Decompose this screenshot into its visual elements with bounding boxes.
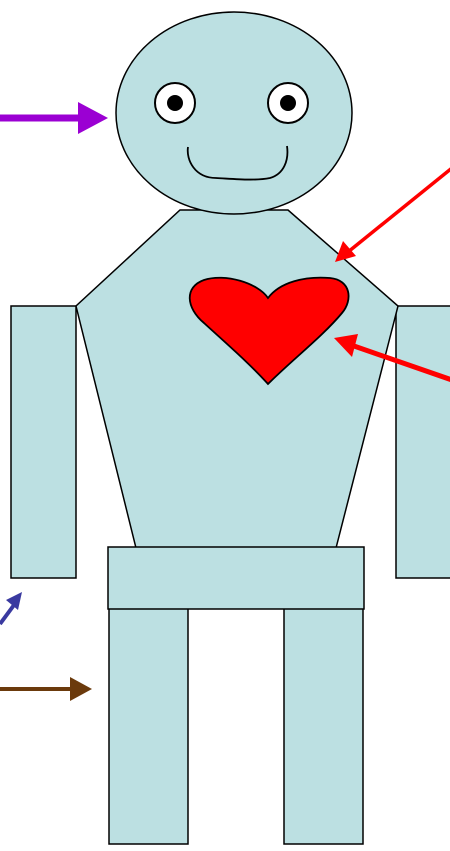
head (116, 12, 352, 214)
left-leg (109, 608, 188, 844)
right-leg (284, 608, 363, 844)
hips (108, 547, 364, 609)
arrow-to-leg (0, 677, 92, 701)
arrow-to-head (0, 102, 108, 134)
left-arm (11, 306, 76, 578)
torso (76, 210, 398, 548)
right-arm (396, 306, 450, 578)
right-pupil (280, 95, 296, 111)
left-pupil (167, 95, 183, 111)
arrow-to-torso (335, 168, 450, 262)
arrow-to-arm (0, 592, 22, 624)
